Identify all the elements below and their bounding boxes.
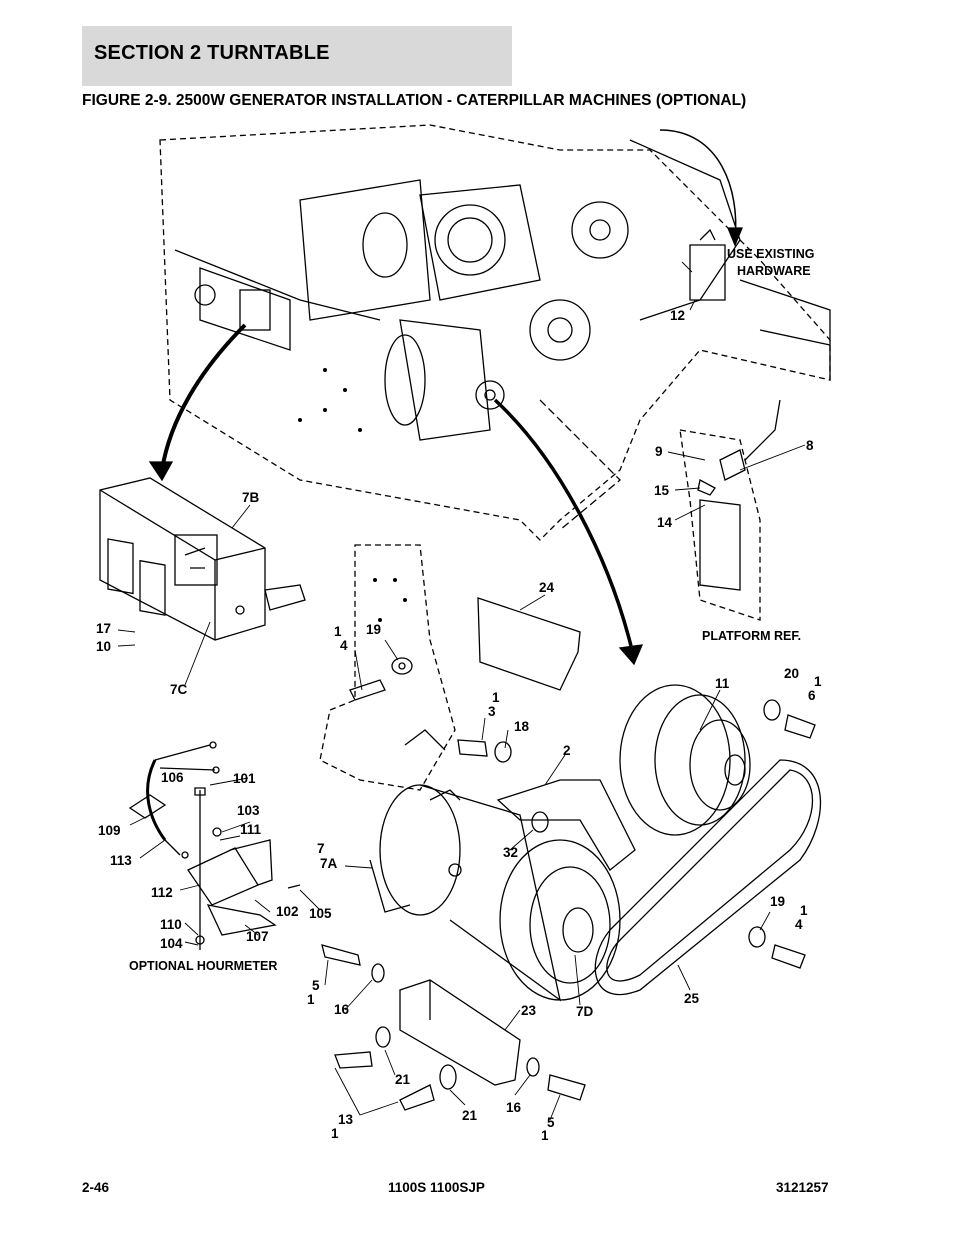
callout-9: 9 (655, 444, 663, 459)
callout-18: 18 (514, 719, 530, 734)
callout-14: 14 (657, 515, 673, 530)
callout-1d: 1 (800, 903, 808, 918)
bracket-24 (477, 597, 581, 691)
callout-101: 101 (233, 771, 256, 786)
callout-103: 103 (237, 803, 260, 818)
callout-21b: 21 (462, 1108, 478, 1123)
callout-use-existing: USE EXISTING (727, 247, 815, 261)
callout-16a: 16 (334, 1002, 350, 1017)
callout-16b: 16 (506, 1100, 522, 1115)
hourmeter-assembly (128, 741, 301, 950)
pulley-11 (619, 684, 751, 836)
callout-23: 23 (521, 1003, 537, 1018)
callout-1c: 1 (492, 690, 500, 705)
callout-3: 3 (488, 704, 496, 719)
callout-102: 102 (276, 904, 299, 919)
callout-20: 20 (784, 666, 799, 681)
callout-7b: 7B (242, 490, 260, 505)
callout-109: 109 (98, 823, 121, 838)
callout-1b: 1 (814, 674, 822, 689)
engine-assembly (159, 124, 831, 621)
callout-32: 32 (503, 845, 518, 860)
callout-24: 24 (539, 580, 555, 595)
callout-1g: 1 (541, 1128, 549, 1143)
callout-104: 104 (160, 936, 183, 951)
callout-19b: 19 (770, 894, 785, 909)
callout-1f: 1 (331, 1126, 339, 1141)
block-23 (399, 979, 521, 1086)
footer-doc-number: 3121257 (776, 1180, 829, 1195)
callout-4b: 4 (795, 917, 803, 932)
callout-19a: 19 (366, 622, 381, 637)
callout-112: 112 (151, 885, 173, 900)
callout-13: 13 (338, 1112, 354, 1127)
callout-107: 107 (246, 929, 269, 944)
outlet-box (99, 477, 306, 641)
callout-platform-ref: PLATFORM REF. (702, 629, 801, 643)
callout-5a: 5 (312, 978, 320, 993)
callout-7a: 7A (320, 856, 338, 871)
callout-12: 12 (670, 308, 685, 323)
callout-1a: 1 (334, 624, 342, 639)
figure-title: FIGURE 2-9. 2500W GENERATOR INSTALLATION… (82, 92, 747, 109)
callout-105: 105 (309, 906, 332, 921)
callout-113: 113 (110, 853, 132, 868)
arrow-to-outlet-box (160, 323, 247, 471)
callout-110: 110 (160, 917, 182, 932)
callout-1e: 1 (307, 992, 315, 1007)
callout-25: 25 (684, 991, 700, 1006)
footer-model: 1100S 1100SJP (388, 1180, 485, 1195)
callout-21a: 21 (395, 1072, 411, 1087)
callout-8: 8 (806, 438, 814, 453)
callout-6: 6 (808, 688, 816, 703)
callout-11: 11 (715, 676, 730, 691)
generator (369, 729, 621, 1002)
callout-17: 17 (96, 621, 111, 636)
arrow-to-hardware (659, 129, 737, 241)
callout-optional-hourmeter: OPTIONAL HOURMETER (129, 959, 277, 973)
callout-7c: 7C (170, 682, 188, 697)
callout-5b: 5 (547, 1115, 555, 1130)
callout-7: 7 (317, 841, 325, 856)
callout-111: 111 (240, 822, 262, 837)
callout-15: 15 (654, 483, 670, 498)
callout-7d: 7D (576, 1004, 594, 1019)
callout-10: 10 (96, 639, 111, 654)
section-header: SECTION 2 TURNTABLE (82, 26, 512, 86)
adjuster-bracket (496, 779, 636, 871)
callout-hardware: HARDWARE (737, 264, 811, 278)
callout-106: 106 (161, 770, 184, 785)
footer-page-number: 2-46 (82, 1180, 110, 1195)
mounting-plate (319, 544, 456, 791)
callout-4a: 4 (340, 638, 348, 653)
arrow-to-generator (493, 398, 634, 651)
belt-25 (594, 759, 822, 996)
callout-2: 2 (563, 743, 571, 758)
